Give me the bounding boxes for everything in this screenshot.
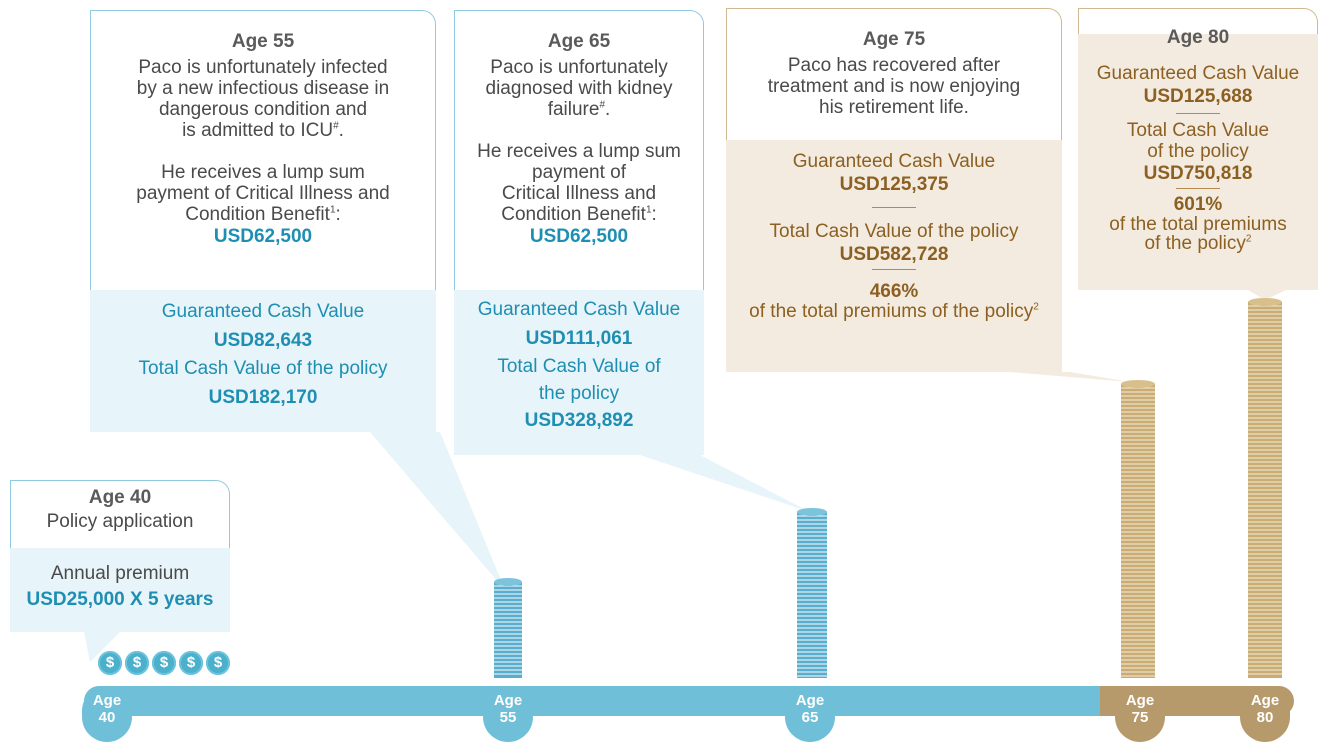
age55-line7: Condition Benefit (185, 204, 330, 225)
age75-line3: his retirement life. (819, 97, 969, 118)
age55-title: Age 55 (231, 31, 295, 52)
dollar-coin-icon: $ (179, 651, 203, 675)
age65-line1: Paco is unfortunately (490, 57, 668, 78)
age75-tcv-value: USD582,728 (839, 244, 949, 265)
age80-tcv-label1: Total Cash Value (1126, 120, 1270, 141)
age65-title: Age 65 (547, 31, 611, 52)
age40-subtitle: Policy application (46, 511, 194, 532)
age80-title: Age 80 (1166, 27, 1230, 48)
age80-tcv-value: USD750,818 (1143, 163, 1253, 184)
timeline-bar (84, 686, 1144, 716)
age40-card: Age 40 Policy application Annual premium… (10, 480, 230, 632)
age65-payment: USD62,500 (529, 226, 629, 247)
age75-pct: 466% (869, 281, 919, 302)
dollar-coin-icon: $ (98, 651, 122, 675)
age75-pointer (1010, 372, 1130, 382)
age55-pointer (370, 432, 505, 590)
age40-pointer (84, 632, 120, 662)
age65-line2: diagnosed with kidney (485, 78, 673, 99)
age55-gcv-label: Guaranteed Cash Value (161, 301, 365, 322)
age65-gcv-value: USD111,061 (525, 328, 633, 349)
dollar-coin-icon: $ (152, 651, 176, 675)
age65-pointer (640, 455, 810, 512)
age65-line4: He receives a lump sum (477, 141, 681, 162)
age75-card: Age 75 Paco has recovered after treatmen… (726, 8, 1062, 372)
age65-tcv-label1: Total Cash Value of (497, 356, 661, 377)
age55-line6: payment of Critical Illness and (136, 183, 390, 204)
age55-gcv-value: USD82,643 (213, 330, 313, 351)
age80-tcv-label2: of the policy (1147, 141, 1249, 162)
age75-title: Age 75 (862, 29, 926, 50)
age65-line3: failure (547, 99, 600, 120)
age80-pct-label2: of the policy (1144, 233, 1246, 254)
age55-tcv-value: USD182,170 (208, 387, 318, 408)
age75-gcv-label: Guaranteed Cash Value (792, 151, 996, 172)
age55-line2: by a new infectious disease in (136, 78, 390, 99)
age55-line1: Paco is unfortunately infected (138, 57, 388, 78)
coin-stack-age55 (494, 578, 522, 678)
premium-value: USD25,000 X 5 years (26, 589, 214, 610)
age65-line5: payment of (532, 162, 626, 183)
age80-pointer (1248, 290, 1286, 300)
age65-line6: Critical Illness and (501, 183, 657, 204)
age80-pct: 601% (1173, 194, 1223, 215)
age75-line1: Paco has recovered after (787, 55, 1001, 76)
divider (872, 207, 916, 208)
coin-stack-age65 (797, 508, 827, 678)
age65-tcv-value: USD328,892 (524, 410, 634, 431)
age75-tcv-label: Total Cash Value of the policy (769, 221, 1019, 242)
age40-title: Age 40 (88, 487, 152, 508)
age75-line2: treatment and is now enjoying (767, 76, 1021, 97)
age55-tcv-label: Total Cash Value of the policy (138, 358, 388, 379)
coin-stack-age75 (1121, 380, 1155, 678)
age65-gcv-label: Guaranteed Cash Value (477, 299, 681, 320)
age55-card: Age 55 Paco is unfortunately infected by… (90, 10, 436, 432)
age80-gcv-label: Guaranteed Cash Value (1096, 63, 1300, 84)
divider (1176, 188, 1220, 189)
premium-label: Annual premium (50, 563, 190, 584)
age75-pct-label: of the total premiums of the policy (749, 301, 1034, 322)
coin-stack-age80 (1248, 298, 1282, 678)
age65-tcv-label2: the policy (538, 383, 620, 404)
age65-line7: Condition Benefit (501, 204, 646, 225)
age55-payment: USD62,500 (213, 226, 313, 247)
age80-gcv-value: USD125,688 (1143, 86, 1253, 107)
divider (872, 269, 916, 270)
dollar-coin-icon: $ (206, 651, 230, 675)
age80-pct-label1: of the total premiums (1109, 214, 1287, 235)
age55-line3: dangerous condition and (158, 99, 368, 120)
divider (1176, 113, 1220, 114)
age55-line5: He receives a lump sum (161, 162, 365, 183)
dollar-coin-icon: $ (125, 651, 149, 675)
age75-gcv-value: USD125,375 (839, 174, 949, 195)
age65-card: Age 65 Paco is unfortunately diagnosed w… (454, 10, 704, 455)
age80-card: Age 80 Guaranteed Cash Value USD125,688 … (1078, 8, 1318, 290)
age55-line4: is admitted to ICU (182, 120, 334, 141)
